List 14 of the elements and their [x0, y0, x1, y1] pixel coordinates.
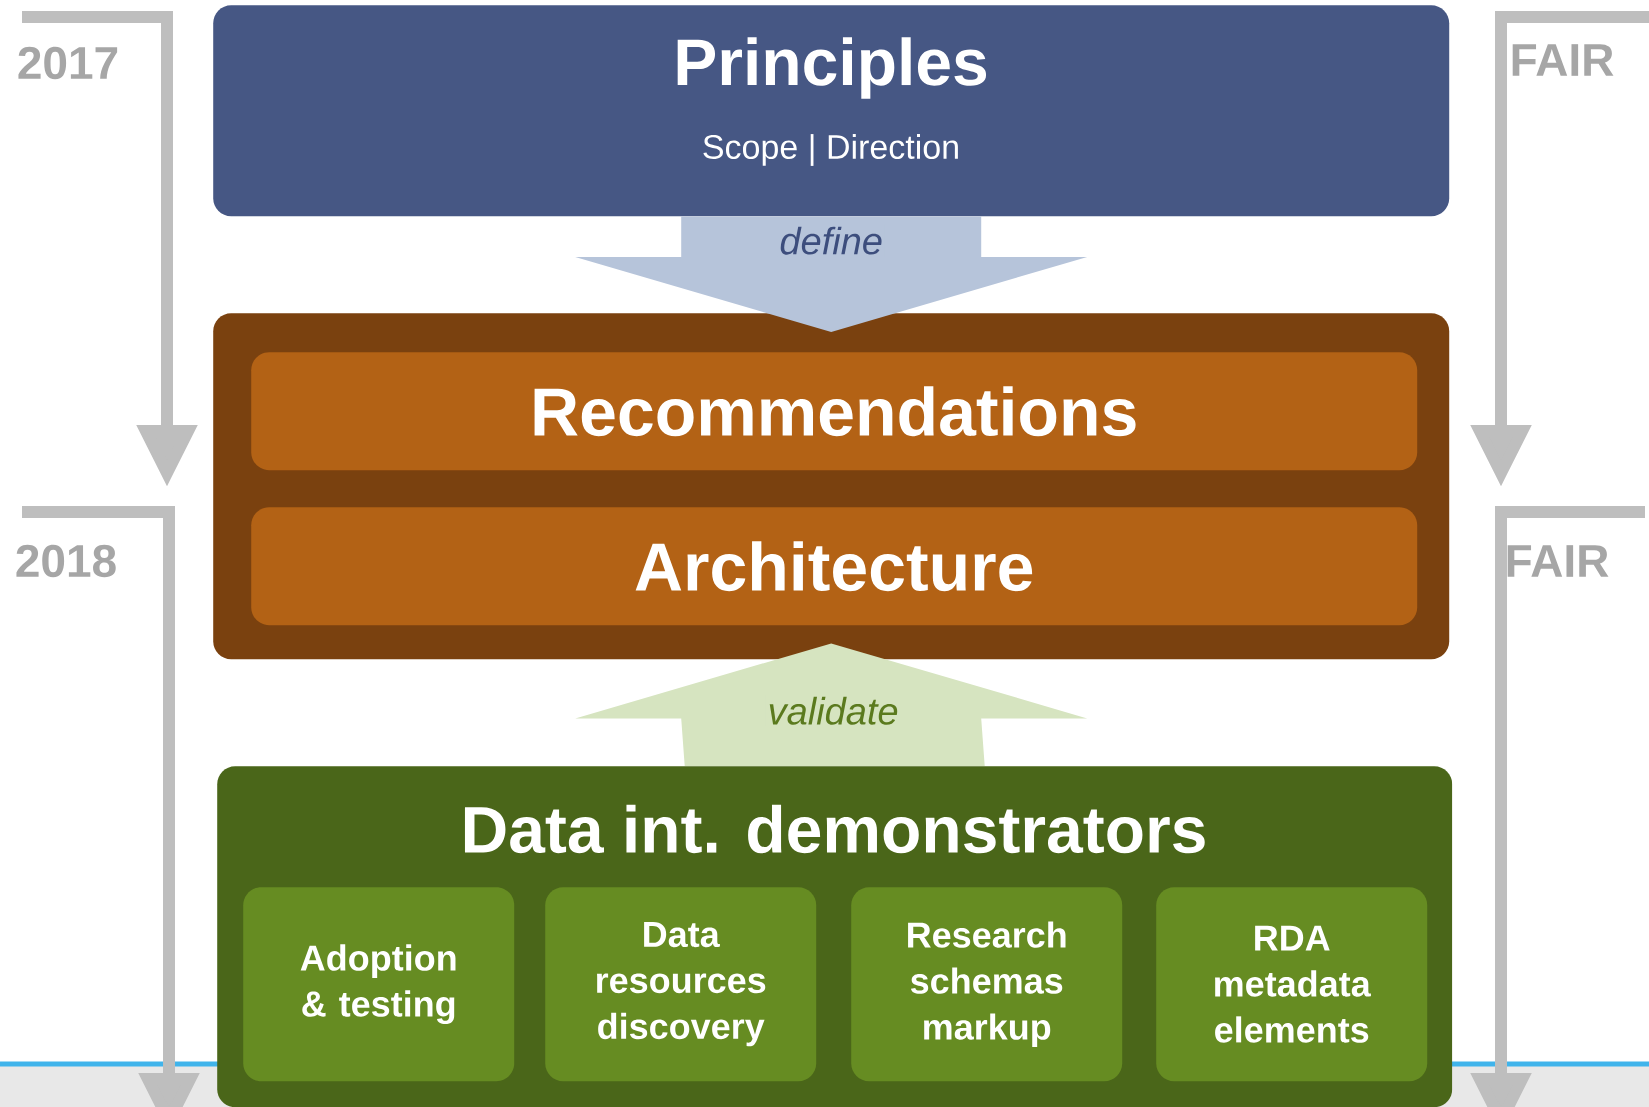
demonstrator-box: RDA metadata elements — [1156, 887, 1428, 1082]
principles-box: Principles Scope | Direction — [213, 5, 1450, 217]
side-label: FAIR — [1512, 44, 1614, 76]
edge-label: define — [777, 224, 885, 257]
demonstrator-box: Data resources discovery — [545, 887, 817, 1082]
architecture-box: Architecture — [251, 507, 1418, 626]
side-label: 2018 — [16, 544, 116, 578]
edge-label: validate — [765, 694, 901, 727]
side-label: 2017 — [18, 46, 118, 80]
side-label: FAIR — [1507, 545, 1609, 577]
demonstrator-box: Research schemas markup — [851, 887, 1123, 1082]
block-arrow — [575, 216, 1088, 332]
recommendations-box: Recommendations — [251, 352, 1418, 471]
demonstrator-box: Adoption & testing — [243, 887, 515, 1082]
